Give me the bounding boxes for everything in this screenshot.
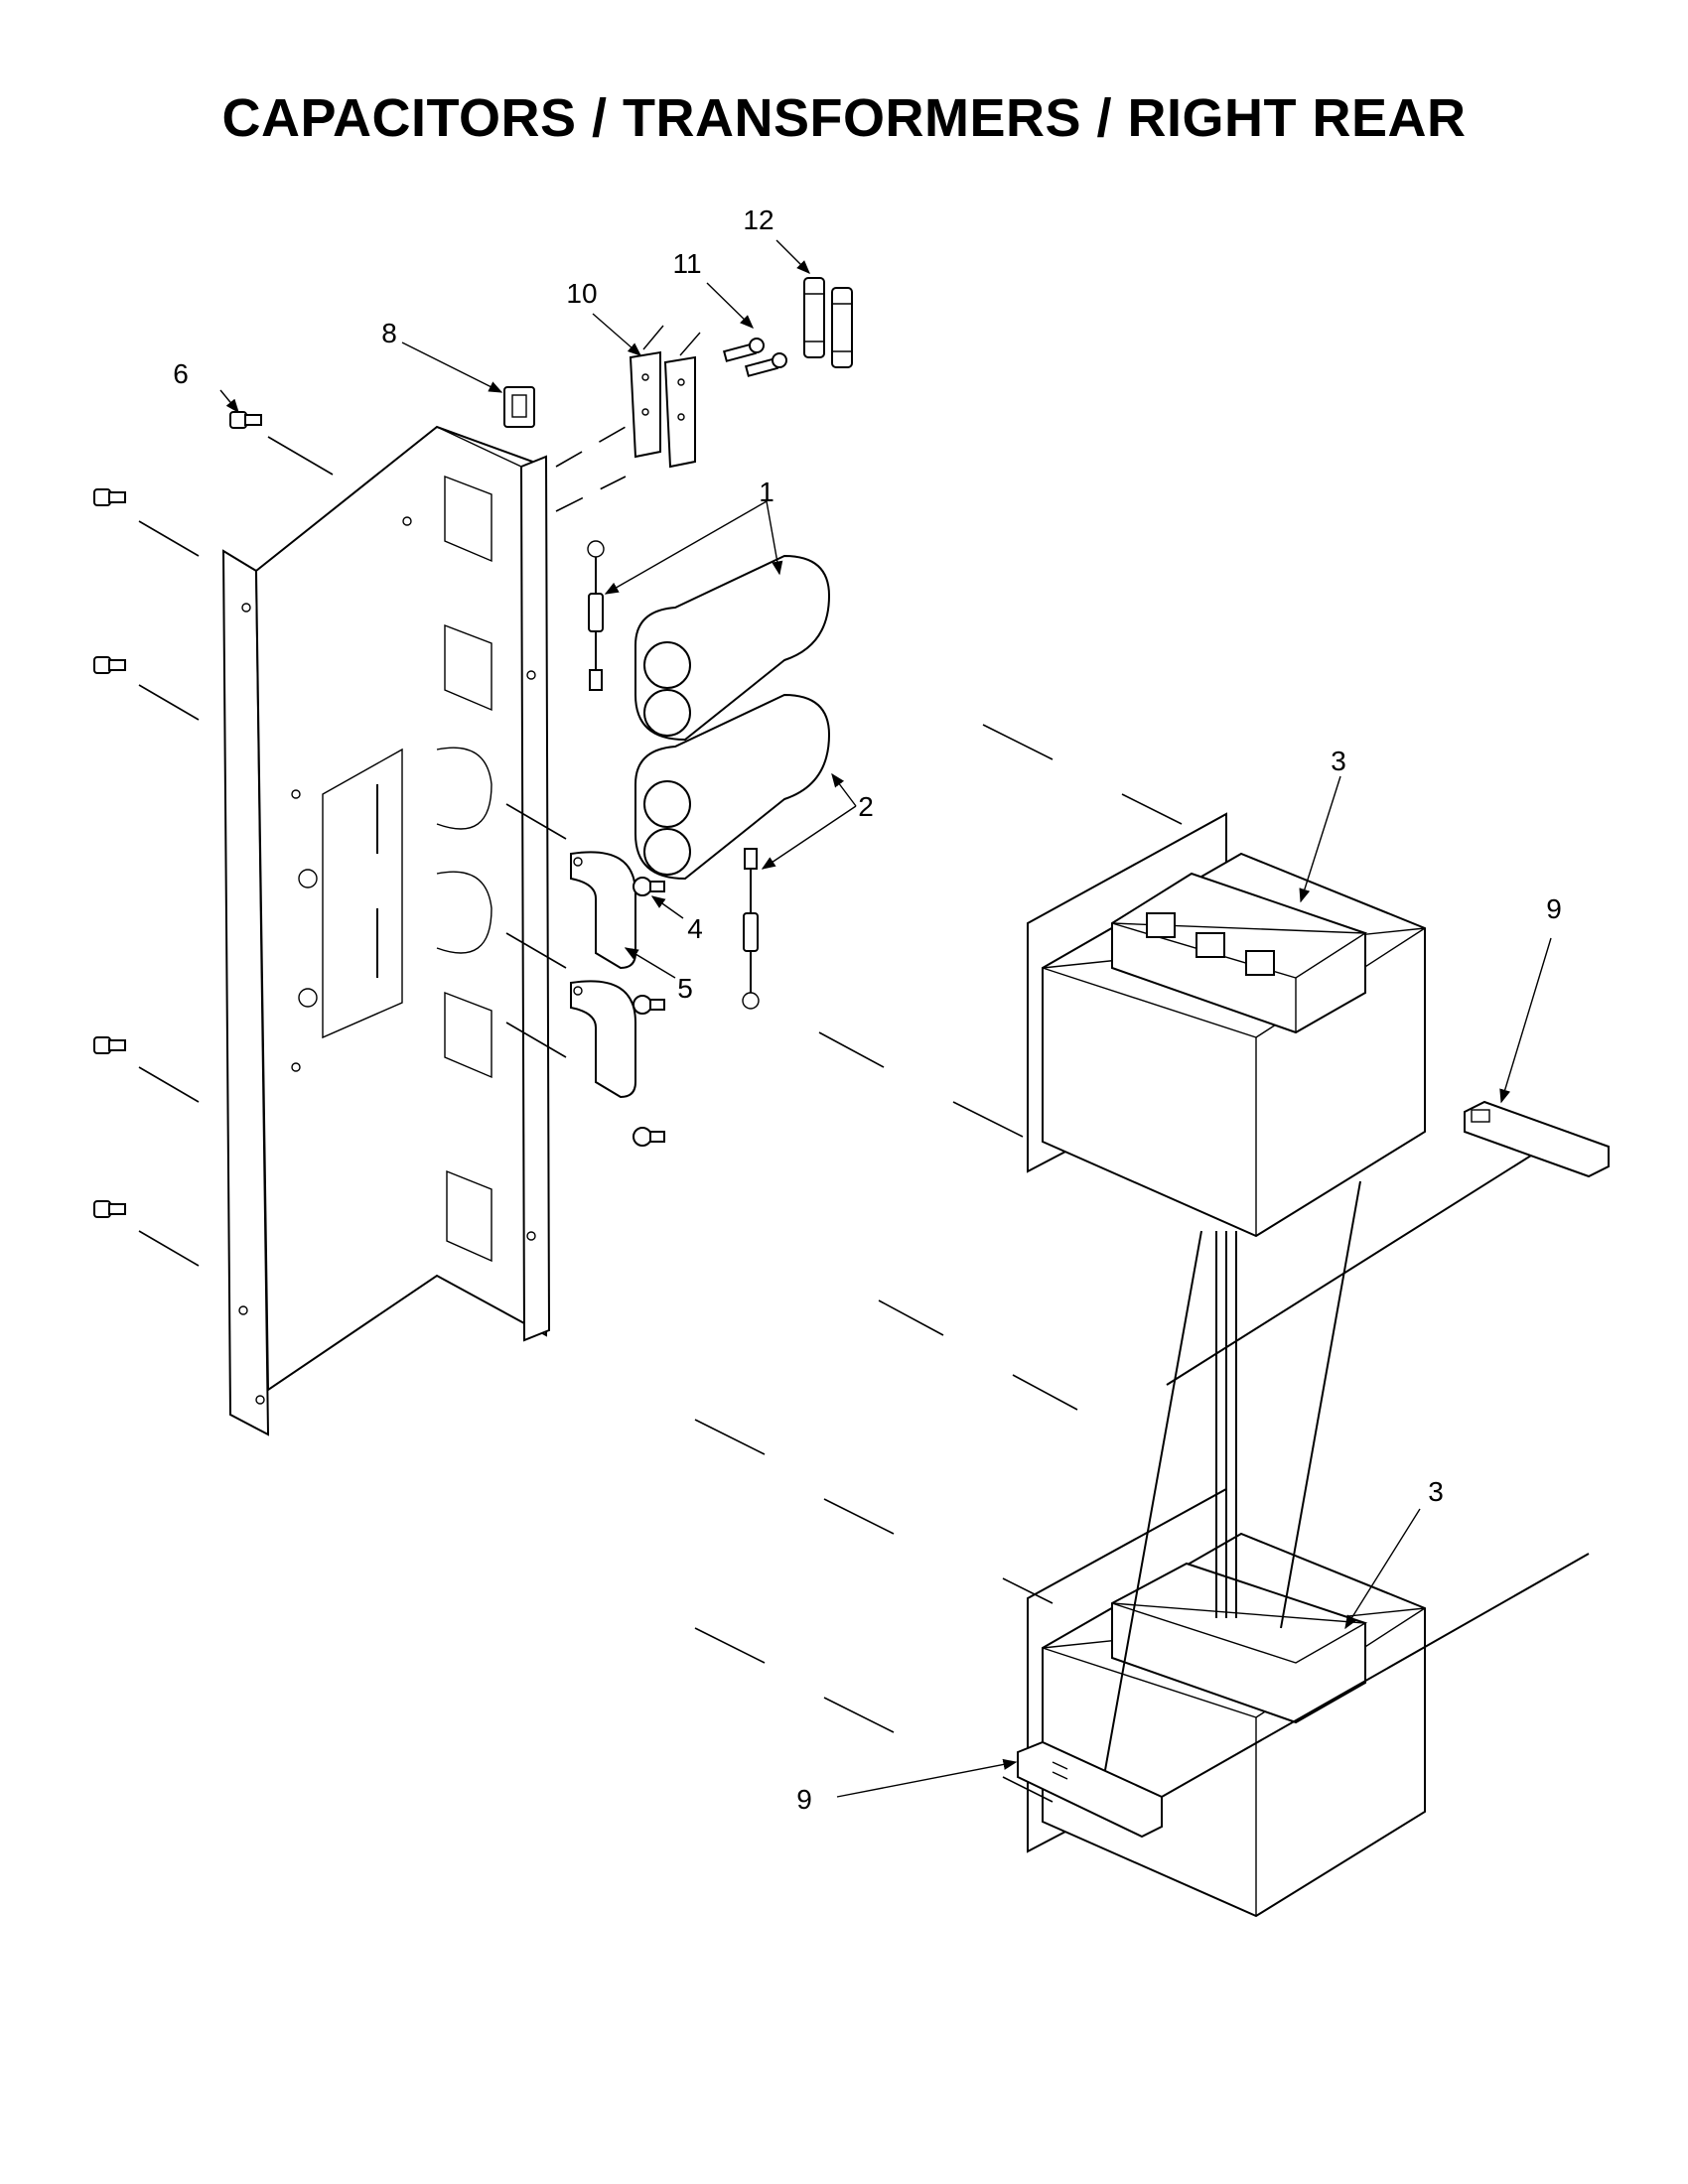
alignment-lines <box>694 724 1183 1803</box>
page-title: CAPACITORS / TRANSFORMERS / RIGHT REAR <box>221 88 1467 148</box>
callout-5: 5 <box>677 973 693 1004</box>
callout-10: 10 <box>566 278 597 309</box>
capacitor-lower-item-2 <box>634 693 831 881</box>
screw-4 <box>93 1200 126 1218</box>
connector-upper-item-9 <box>1464 1100 1610 1178</box>
diode-upper <box>587 540 605 691</box>
callout-4: 4 <box>687 913 703 944</box>
callout-9-lower: 9 <box>796 1784 812 1815</box>
callout-2: 2 <box>858 791 874 822</box>
screw-3 <box>93 1036 126 1054</box>
screw-6 <box>229 411 262 429</box>
screws-item-11 <box>722 338 787 377</box>
thermal-protector-item-8 <box>503 386 535 428</box>
leader-lines <box>219 239 1552 1798</box>
capacitor-upper-item-1 <box>634 554 831 742</box>
mounting-bracket <box>221 425 551 1436</box>
connector-lower-item-9 <box>1017 1740 1163 1839</box>
callout-8: 8 <box>381 318 397 348</box>
callout-labels: 1 2 3 3 4 5 6 8 9 9 10 11 12 <box>173 205 1562 1815</box>
diode-lower <box>742 848 760 1010</box>
fuses-item-12 <box>803 277 853 368</box>
callout-9-upper: 9 <box>1546 893 1562 924</box>
callout-12: 12 <box>743 205 774 235</box>
fuse-holders-item-10 <box>629 325 701 469</box>
transformer-upper-item-3 <box>1027 812 1426 1238</box>
callout-3-upper: 3 <box>1331 746 1346 776</box>
wiring <box>1101 1131 1590 1798</box>
capacitor-clamps-item-5 <box>570 851 636 1099</box>
screws-left <box>93 411 334 1267</box>
callout-11: 11 <box>672 248 701 279</box>
callout-6: 6 <box>173 358 189 389</box>
screw-2 <box>93 656 126 674</box>
callout-1: 1 <box>759 477 774 507</box>
screws-item-4 <box>633 877 665 1147</box>
screw-1 <box>93 488 126 506</box>
callout-3-lower: 3 <box>1428 1476 1444 1507</box>
